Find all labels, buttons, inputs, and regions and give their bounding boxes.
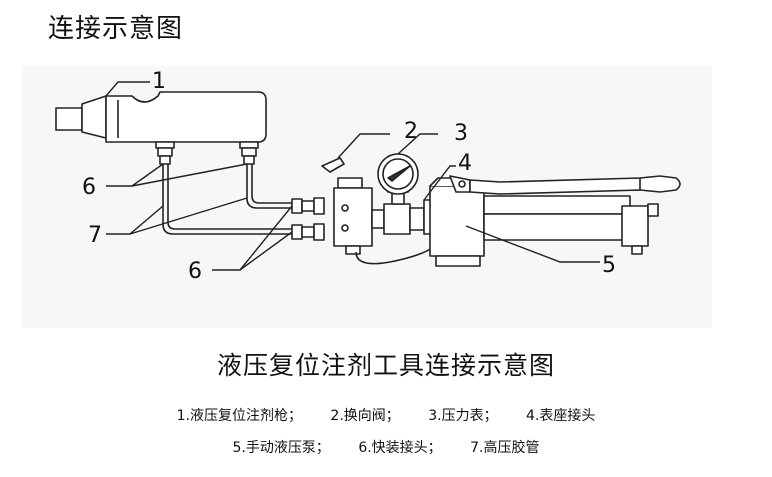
legend-item-gauge-seat: 4.表座接头 [526,408,596,424]
hand-pump [429,175,681,267]
reversing-valve [321,157,373,255]
quick-connectors-gun [155,141,259,165]
legend-item-hose: 7.高压胶管 [470,440,540,456]
page-heading: 连接示意图 [48,14,184,44]
callout-1: 1 [152,69,166,94]
callout-4: 4 [458,151,472,176]
callout-2: 2 [404,119,418,144]
connection-diagram: 1 2 3 4 5 6 7 6 [55,69,681,284]
legend-row-1: 1.液压复位注剂枪； 2.换向阀； 3.压力表； 4.表座接头 [0,405,772,425]
callout-5: 5 [602,253,616,278]
legend-row-2: 5.手动液压泵； 6.快装接头； 7.高压胶管 [0,437,772,457]
legend-item-gauge: 3.压力表； [428,408,498,424]
callout-7: 7 [88,223,102,248]
callout-6-bottom: 6 [188,259,202,284]
leader-lines [105,81,600,271]
callout-3: 3 [454,121,468,146]
legend-item-valve: 2.换向阀； [330,408,400,424]
legend-item-gun: 1.液压复位注剂枪； [176,408,302,424]
high-pressure-hoses [162,164,292,235]
injection-gun [55,91,267,143]
legend-item-pump: 5.手动液压泵； [232,440,330,456]
legend-item-connector: 6.快装接头； [358,440,442,456]
quick-connectors-valve [291,197,325,241]
callout-6-left: 6 [82,175,96,200]
pressure-gauge [377,153,419,205]
diagram-title: 液压复位注剂工具连接示意图 [216,351,555,380]
